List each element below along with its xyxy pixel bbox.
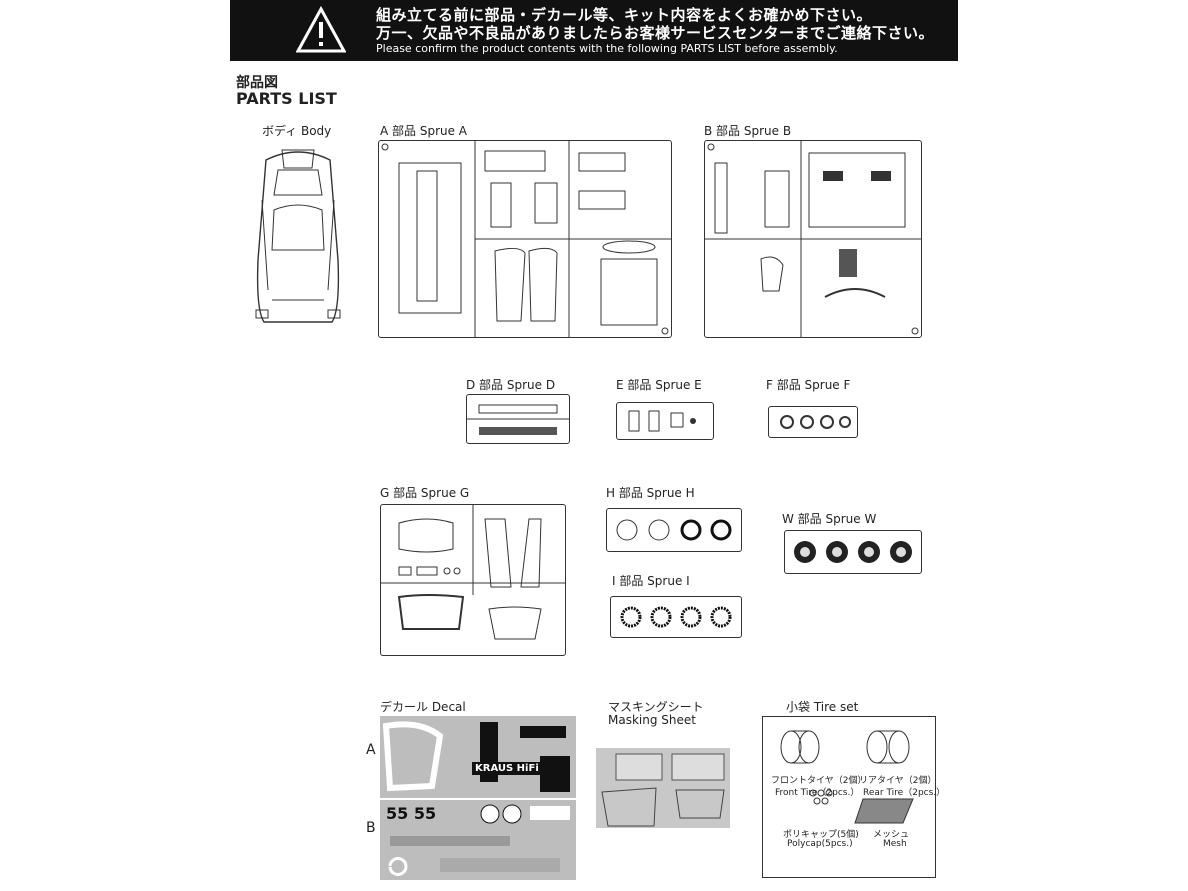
tireset-frame: フロントタイヤ（2個） Front Tire（2pcs.） リアタイヤ（2個） … — [762, 716, 945, 878]
warning-text-jp-2: 万一、欠品や不良品がありましたらお客様サービスセンターまでご連絡下さい。 — [376, 24, 935, 42]
parts-list-title-jp: 部品図 — [236, 75, 278, 91]
rear-tire-label-en: Rear Tire（2pcs.） — [863, 788, 946, 798]
sprue-b-label: B 部品 Sprue B — [704, 124, 792, 138]
sprue-h-label: H 部品 Sprue H — [606, 486, 695, 500]
decal-sheet-b-label: B — [366, 820, 376, 836]
sprue-h-frame — [606, 508, 742, 552]
front-tire-label-en: Front Tire（2pcs.） — [775, 788, 860, 798]
warning-text-jp-1: 組み立てる前に部品・デカール等、キット内容をよくお確かめ下さい。 — [376, 6, 873, 24]
decal-text-number: 55 55 — [386, 804, 437, 823]
front-tire-label-jp: フロントタイヤ（2個） — [771, 776, 867, 786]
mesh-label-jp: メッシュ — [873, 830, 910, 840]
decal-text-kraus: KRAUS HiFi — [472, 762, 542, 775]
decal-sheet-a: KRAUS HiFi — [380, 716, 576, 798]
polycap-label-jp: ポリキャップ(5個) — [783, 830, 859, 840]
polycap-label-en: Polycap(5pcs.) — [787, 839, 853, 849]
sprue-i-label: I 部品 Sprue I — [612, 574, 690, 588]
decal-sheet-b: 55 55 — [380, 800, 576, 880]
sprue-f-frame — [768, 406, 858, 438]
mesh-label-en: Mesh — [883, 839, 907, 849]
decal-sheet-a-label: A — [366, 742, 376, 758]
masking-label-en: Masking Sheet — [608, 713, 696, 727]
warning-triangle-icon — [296, 6, 346, 53]
sprue-g-frame — [380, 504, 566, 656]
sprue-e-frame — [616, 402, 714, 440]
sprue-i-frame — [610, 596, 742, 638]
sprue-d-label: D 部品 Sprue D — [466, 378, 556, 392]
sprue-w-label: W 部品 Sprue W — [782, 512, 877, 526]
decal-label: デカール Decal — [380, 700, 466, 714]
sprue-a-frame — [378, 140, 672, 338]
sprue-w-frame — [784, 530, 922, 574]
sprue-f-label: F 部品 Sprue F — [766, 378, 851, 392]
masking-label-jp: マスキングシート — [608, 700, 704, 714]
masking-sheet — [596, 748, 730, 828]
sprue-b-frame — [704, 140, 922, 338]
sprue-g-label: G 部品 Sprue G — [380, 486, 470, 500]
rear-tire-label-jp: リアタイヤ（2個） — [859, 776, 937, 786]
sprue-e-label: E 部品 Sprue E — [616, 378, 702, 392]
warning-text-en: Please confirm the product contents with… — [376, 42, 838, 55]
body-drawing — [252, 140, 344, 335]
warning-banner: 組み立てる前に部品・デカール等、キット内容をよくお確かめ下さい。 万一、欠品や不… — [230, 0, 958, 61]
parts-list-title-en: PARTS LIST — [236, 89, 337, 108]
sprue-d-frame — [466, 394, 570, 444]
tireset-label: 小袋 Tire set — [786, 700, 859, 714]
body-label: ボディ Body — [262, 124, 332, 138]
sprue-a-label: A 部品 Sprue A — [380, 124, 468, 138]
